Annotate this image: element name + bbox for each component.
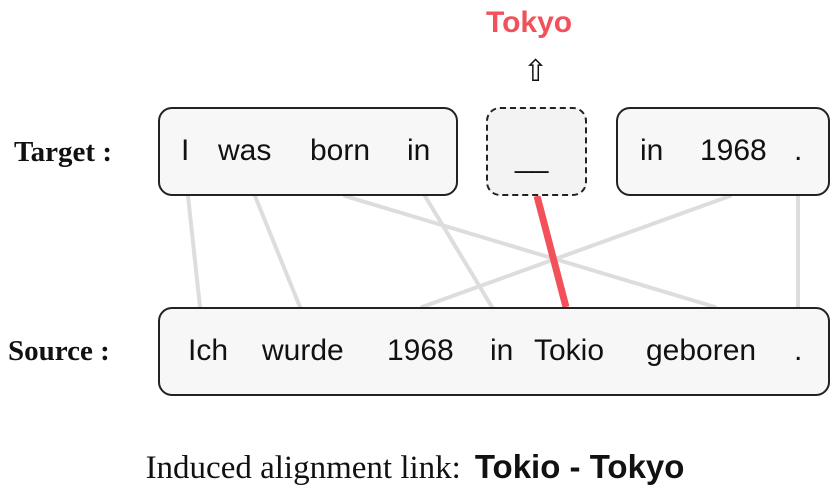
target-box-right [616,107,830,196]
predicted-word: Tokyo [486,6,573,39]
source-word-highlighted: Tokio [534,334,605,367]
target-box-blank [486,107,587,196]
target-word: in [407,134,431,167]
faint-link-I-Ich [186,194,202,309]
faint-link-born-geboren [343,194,717,309]
target-word: I [181,134,190,167]
source-word: geboren [646,334,757,367]
target-box-left [158,107,458,196]
source-label: Source : [8,335,110,367]
target-word: was [218,134,272,167]
faint-link-in-in [423,194,494,309]
source-word: in [490,334,514,367]
caption-text: Induced alignment link: [145,450,461,486]
target-word: . [794,134,803,167]
target-word: in [640,134,664,167]
source-box [158,307,830,396]
target-label: Target : [14,136,112,168]
caption: Induced alignment link: Tokio - Tokyo [0,448,830,487]
up-arrow-icon: ⇧ [523,55,549,88]
target-word: born [310,134,371,167]
target-word: 1968 [700,134,767,167]
target-blank: __ [515,141,549,174]
faint-link-1968-1968 [420,194,732,309]
faint-link-was-wurde [253,194,302,309]
source-word: wurde [262,334,344,367]
highlight-link-blank-Tokio [533,195,570,308]
caption-link: Tokio - Tokyo [474,448,685,485]
source-word: . [794,334,803,367]
source-word: Ich [188,334,229,367]
source-word: 1968 [387,334,454,367]
